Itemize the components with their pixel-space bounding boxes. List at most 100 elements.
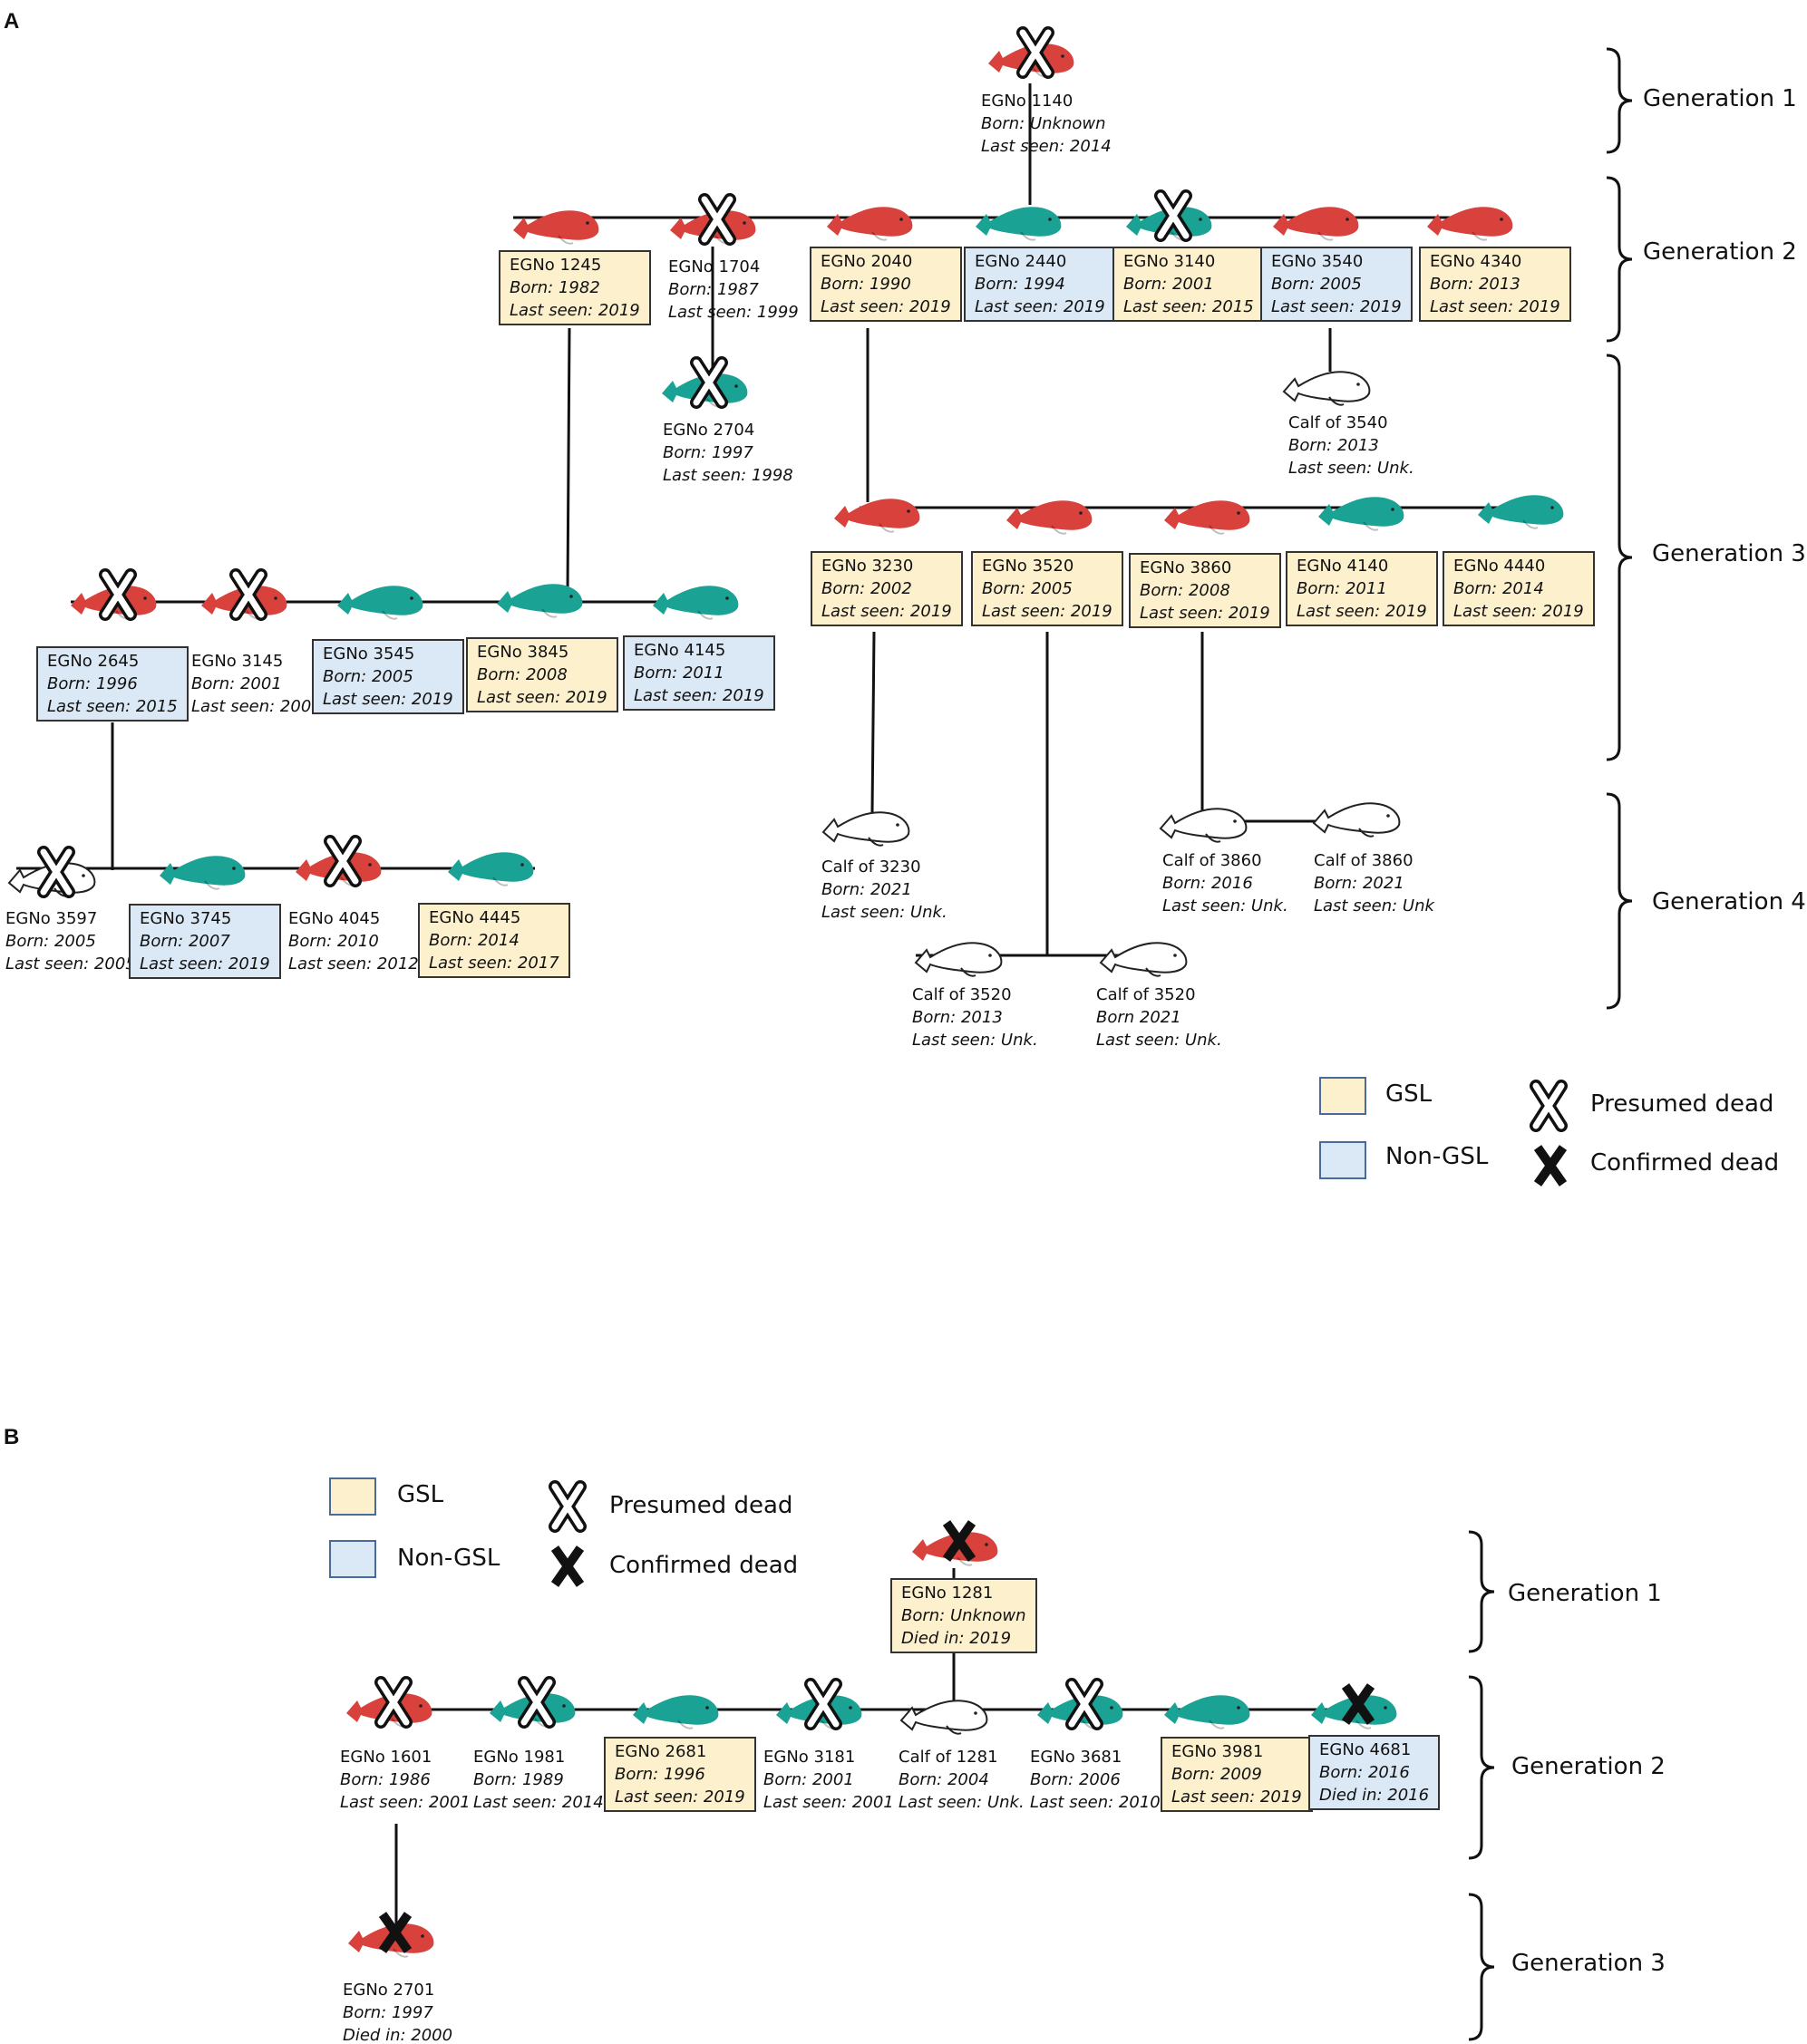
whale-icon [899,1700,988,1735]
legend-b-gsl-swatch [329,1477,376,1516]
whale-icon [827,207,913,241]
whale-icon [633,1695,719,1729]
whale-icon [1006,500,1093,535]
panel-a-generation-2: Generation 2 [1643,238,1797,266]
generation-1-brace-a [1606,47,1633,154]
panel-b-generation-2: Generation 2 [1511,1753,1666,1780]
panel-b-label: B [4,1425,20,1449]
confirmed-dead-icon [1533,1145,1568,1187]
whale-icon [653,586,739,620]
generation-1-brace-b [1468,1530,1495,1653]
whale-icon [1273,207,1359,241]
whale-icon [1164,1695,1250,1729]
panel-a-generation-3: Generation 3 [1652,540,1806,567]
generation-3-brace-b [1468,1893,1495,2041]
whale-icon [834,499,920,533]
whale-icon [914,942,1003,977]
generation-3-brace-a [1606,354,1633,761]
legend-a-gsl-label: GSL [1385,1080,1433,1108]
whale-icon [1427,207,1513,241]
whale-icon [448,852,534,886]
whale-icon [1312,802,1401,838]
legend-a-gsl-swatch [1319,1077,1366,1115]
pedigree-line [566,327,571,594]
panel-a-generation-4: Generation 4 [1652,888,1806,915]
legend-b-presumed-dead-label: Presumed dead [609,1492,793,1519]
whale-icon [337,586,423,620]
panel-b-generation-1: Generation 1 [1508,1580,1662,1607]
pedigree-line [870,631,876,813]
legend-a-confirmed-dead-label: Confirmed dead [1590,1149,1780,1177]
whale-icon [976,207,1062,241]
panel-a-generation-1: Generation 1 [1643,85,1797,112]
panel-b-generation-3: Generation 3 [1511,1950,1666,1977]
confirmed-dead-icon [378,1912,413,1953]
legend-a-non-gsl-swatch [1319,1141,1366,1179]
whale-icon [1478,495,1564,529]
whale-icon [497,584,583,618]
whale-icon [821,811,910,847]
panel-a-label: A [4,9,20,34]
legend-a-presumed-dead-label: Presumed dead [1590,1090,1774,1118]
whale-icon [1099,942,1188,977]
legend-b-non-gsl-label: Non-GSL [397,1545,500,1572]
generation-2-brace-b [1468,1675,1495,1860]
legend-a-non-gsl-label: Non-GSL [1385,1143,1489,1170]
whale-icon [160,856,246,890]
legend-b-confirmed-dead-label: Confirmed dead [609,1552,799,1579]
whale-icon [1159,808,1248,843]
whale-icon [1164,500,1250,535]
whale-icon [1282,371,1371,406]
generation-2-brace-a [1606,176,1633,343]
whale-icon [1318,497,1404,531]
confirmed-dead-icon [942,1520,976,1562]
whale-icon [513,210,599,245]
legend-b-non-gsl-swatch [329,1540,376,1578]
generation-4-brace-a [1606,792,1633,1010]
confirmed-dead-icon [550,1545,585,1587]
confirmed-dead-icon [1341,1683,1375,1725]
legend-b-gsl-label: GSL [397,1481,444,1508]
